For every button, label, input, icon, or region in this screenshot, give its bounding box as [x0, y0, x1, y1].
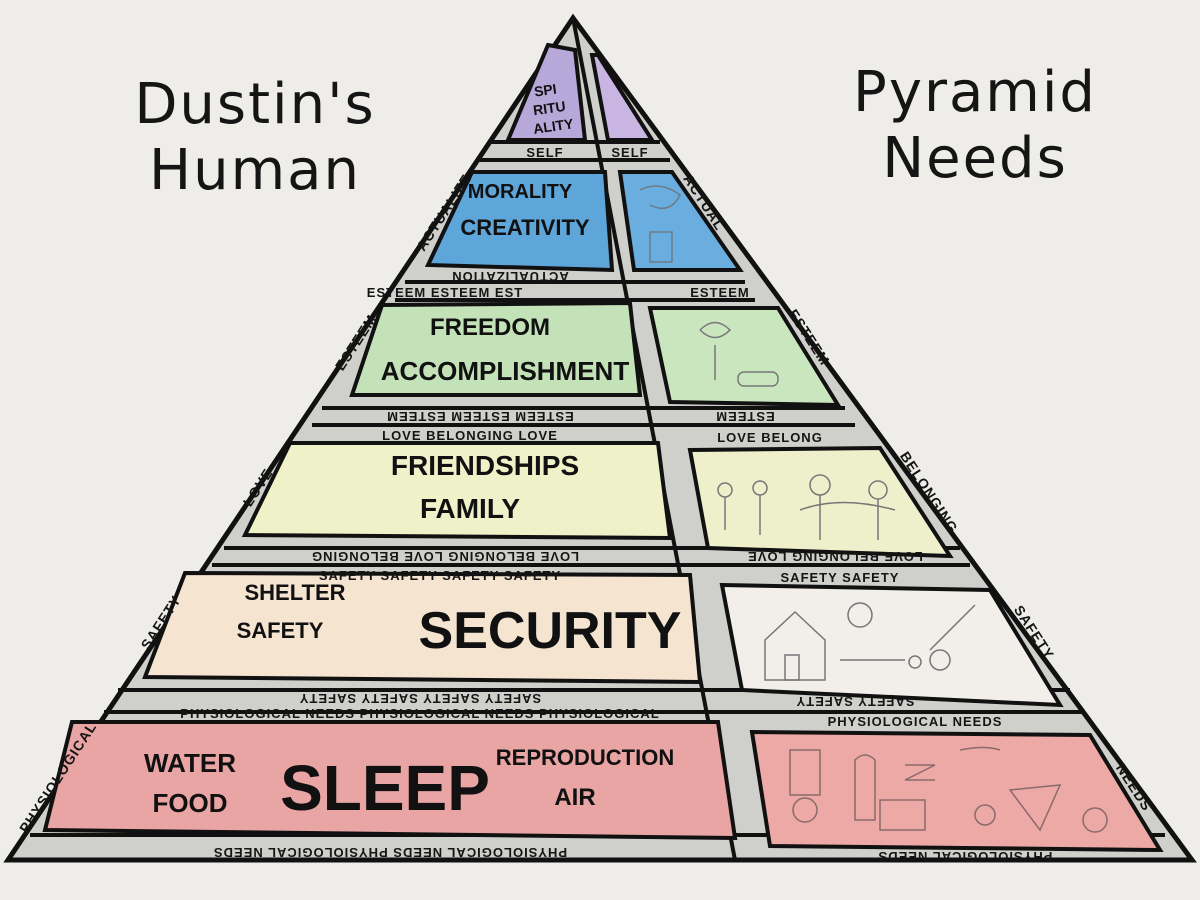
- esteem-right-sketch: [699, 321, 779, 387]
- label-shelter: SHELTER: [244, 580, 345, 605]
- label-safety: SAFETY: [237, 618, 324, 643]
- label-spirituality-2: RITU: [532, 98, 567, 118]
- label-air: AIR: [554, 784, 595, 811]
- band-esteem-bottom-right: ESTEEM: [715, 409, 774, 424]
- level-esteem-left-panel: [349, 300, 643, 397]
- label-creativity: CREATIVITY: [460, 215, 589, 240]
- label-water: WATER: [144, 748, 236, 778]
- band-love-bottom-left: LOVE BELONGING LOVE BELONGING: [311, 549, 579, 564]
- label-friendships: FRIENDSHIPS: [391, 450, 579, 481]
- level-safety-left-panel: [142, 570, 703, 685]
- band-physiological-top-right: PHYSIOLOGICAL NEEDS: [828, 714, 1003, 729]
- label-morality: MORALITY: [468, 181, 573, 203]
- band-safety-bottom-left: SAFETY SAFETY SAFETY SAFETY: [299, 691, 541, 706]
- band-safety-bottom-right: SAFETY SAFETY: [796, 694, 915, 709]
- title-left-line1: Dustin's: [134, 72, 376, 137]
- title-right-line2: Needs: [882, 126, 1068, 191]
- label-sleep: SLEEP: [280, 752, 490, 824]
- label-security: SECURITY: [419, 602, 682, 660]
- level-safety-right-panel: [719, 582, 1064, 708]
- morality-right-sketch: [639, 185, 681, 263]
- title-right-line1: Pyramid: [853, 60, 1097, 125]
- band-love-top-left: LOVE BELONGING LOVE: [382, 428, 558, 443]
- band-love-top-right: LOVE BELONG: [717, 430, 823, 445]
- label-reproduction: REPRODUCTION: [496, 745, 674, 770]
- band-self-left: SELF: [526, 145, 563, 160]
- physiological-right-sketch: [789, 746, 1108, 833]
- label-family: FAMILY: [420, 493, 520, 524]
- level-physiological-right-panel: [749, 729, 1164, 853]
- level-esteem-right-panel: [647, 306, 842, 408]
- love-right-sketch: [717, 474, 896, 540]
- band-love-bottom-right: LOVE BELONGING LOVE: [747, 549, 923, 564]
- label-spirituality-3: ALITY: [532, 115, 575, 137]
- safety-right-sketch: [764, 602, 976, 681]
- title-left-line2: Human: [149, 138, 361, 203]
- level-morality-left-panel: [424, 170, 615, 273]
- band-safety-top-left: SAFETY SAFETY SAFETY SAFETY: [319, 568, 561, 583]
- level-physiological-left-panel: [42, 720, 738, 841]
- label-freedom: FREEDOM: [430, 314, 550, 341]
- band-esteem-top-right: ESTEEM: [690, 285, 749, 300]
- label-accomplishment: ACCOMPLISHMENT: [381, 356, 630, 386]
- label-spirituality-1: SPI: [533, 81, 558, 100]
- band-physiological-bottom-right: PHYSIOLOGICAL NEEDS: [878, 849, 1053, 864]
- poster-title-right: Pyramid Needs: [830, 60, 1120, 192]
- band-physiological-top-left: PHYSIOLOGICAL NEEDS PHYSIOLOGICAL NEEDS …: [180, 706, 659, 721]
- label-food: FOOD: [152, 788, 227, 818]
- band-esteem-bottom-left: ESTEEM ESTEEM ESTEEM: [386, 409, 574, 424]
- band-esteem-top-left: ESTEEM ESTEEM EST: [367, 285, 523, 300]
- level-self-actualization-right-panel: [589, 53, 656, 142]
- band-self-right: SELF: [611, 145, 648, 160]
- level-self-actualization-left-panel: [504, 42, 588, 142]
- band-actualization-bottom: ACTUALIZATION: [451, 269, 568, 284]
- band-physiological-bottom-left: PHYSIOLOGICAL NEEDS PHYSIOLOGICAL NEEDS: [213, 845, 567, 860]
- level-love-left-panel: [241, 441, 673, 541]
- poster-title-left: Dustin's Human: [130, 72, 380, 204]
- band-safety-top-right: SAFETY SAFETY: [781, 570, 900, 585]
